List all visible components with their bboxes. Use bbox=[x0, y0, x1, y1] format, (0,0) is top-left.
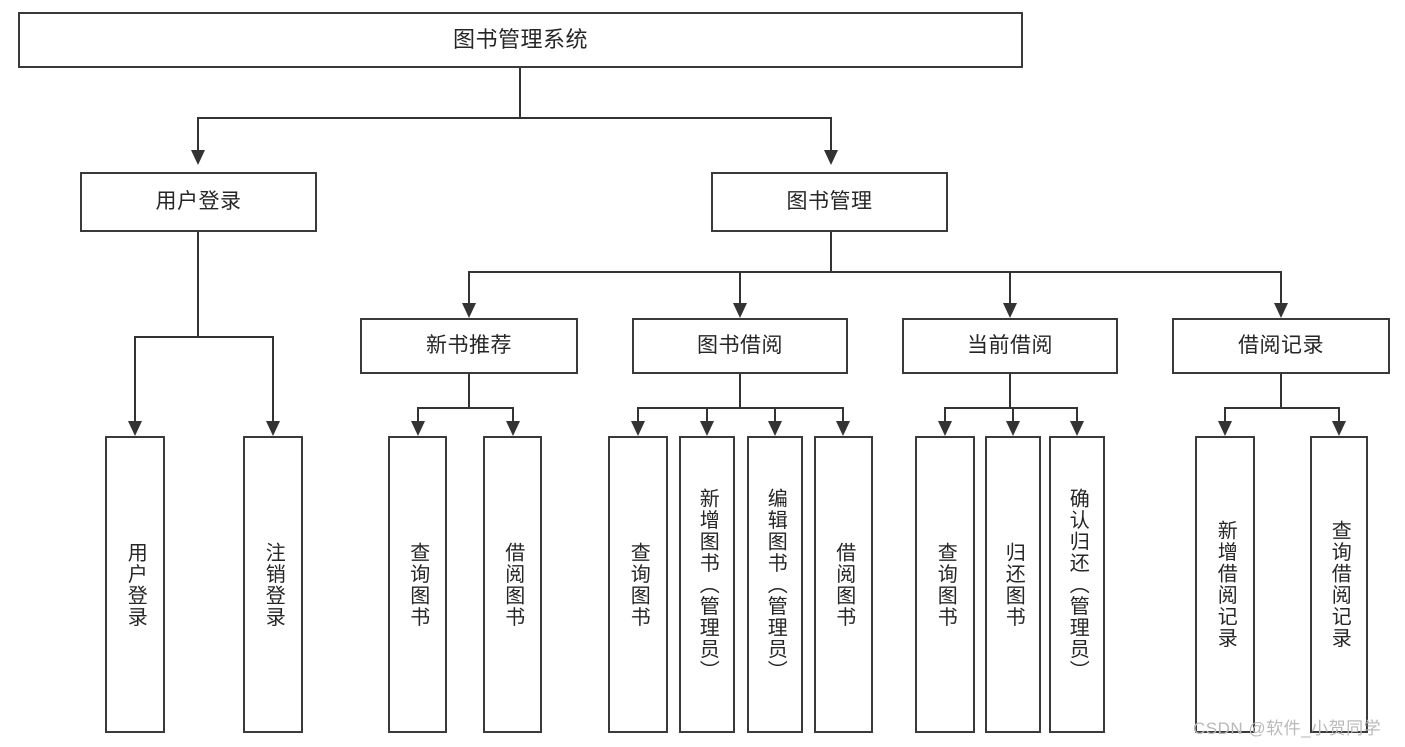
leaf-label: 查询图书 bbox=[406, 541, 429, 628]
connector-br-branch-1 bbox=[1224, 407, 1226, 421]
leaf-label: 新增借阅记录 bbox=[1214, 520, 1237, 649]
connector-borrow-record-bar bbox=[1224, 407, 1339, 409]
connector-bb-branch-4 bbox=[842, 407, 844, 421]
connector-user-login-bar bbox=[134, 336, 273, 338]
arrow-to-new-book-recommend bbox=[462, 303, 476, 318]
connector-book-management-stem bbox=[830, 232, 832, 272]
connector-cb-branch-2 bbox=[1012, 407, 1014, 421]
leaf-edit-book-admin[interactable]: 编辑图书（管理员） bbox=[747, 436, 803, 733]
connector-br-branch-2 bbox=[1338, 407, 1340, 421]
csdn-watermark: CSDN @软件_小贺同学 bbox=[1193, 719, 1382, 738]
arrow-leaf-borrow-books-1 bbox=[506, 421, 520, 436]
leaf-borrow-books-2[interactable]: 借阅图书 bbox=[814, 436, 873, 733]
connector-bb-branch-3 bbox=[774, 407, 776, 421]
leaf-label: 编辑图书（管理员） bbox=[764, 487, 787, 682]
arrow-leaf-query-books-1 bbox=[411, 421, 425, 436]
node-label: 图书管理 bbox=[786, 189, 873, 213]
arrow-leaf-user-logout bbox=[266, 421, 280, 436]
arrow-leaf-confirm-return-admin bbox=[1070, 421, 1084, 436]
connector-user-login-stem bbox=[197, 232, 199, 337]
connector-root-bar bbox=[197, 117, 832, 119]
leaf-query-books-2[interactable]: 查询图书 bbox=[608, 436, 668, 733]
connector-bb-branch-2 bbox=[706, 407, 708, 421]
arrow-to-user-login bbox=[191, 150, 205, 165]
leaf-user-logout[interactable]: 注销登录 bbox=[243, 436, 303, 733]
arrow-leaf-query-borrow-record bbox=[1332, 421, 1346, 436]
node-label: 图书借阅 bbox=[697, 333, 783, 357]
arrow-to-book-management bbox=[824, 150, 838, 165]
node-book-borrow[interactable]: 图书借阅 bbox=[632, 318, 848, 374]
connector-cb-branch-3 bbox=[1076, 407, 1078, 421]
leaf-add-book-admin[interactable]: 新增图书（管理员） bbox=[679, 436, 735, 733]
leaf-user-login[interactable]: 用户登录 bbox=[105, 436, 165, 733]
arrow-to-current-borrow bbox=[1003, 303, 1017, 318]
leaf-return-books[interactable]: 归还图书 bbox=[985, 436, 1041, 733]
connector-nbr-branch-1 bbox=[417, 407, 419, 421]
node-new-book-recommend[interactable]: 新书推荐 bbox=[360, 318, 578, 374]
leaf-borrow-books-1[interactable]: 借阅图书 bbox=[483, 436, 542, 733]
connector-book-borrow-stem bbox=[739, 374, 741, 408]
connector-book-borrow-bar bbox=[637, 407, 843, 409]
leaf-confirm-return-admin[interactable]: 确认归还（管理员） bbox=[1049, 436, 1105, 733]
node-label: 借阅记录 bbox=[1238, 333, 1324, 357]
arrow-leaf-return-books bbox=[1006, 421, 1020, 436]
arrow-leaf-add-borrow-record bbox=[1218, 421, 1232, 436]
connector-book-management-bar bbox=[468, 271, 1282, 273]
connector-current-borrow-stem bbox=[1009, 374, 1011, 408]
leaf-query-books-3[interactable]: 查询图书 bbox=[915, 436, 975, 733]
leaf-label: 查询图书 bbox=[627, 541, 650, 628]
leaf-label: 新增图书（管理员） bbox=[696, 487, 719, 682]
connector-current-borrow-bar bbox=[944, 407, 1078, 409]
node-book-management[interactable]: 图书管理 bbox=[711, 172, 948, 232]
leaf-label: 借阅图书 bbox=[832, 541, 855, 628]
leaf-label: 注销登录 bbox=[262, 541, 285, 628]
arrow-to-book-borrow bbox=[733, 303, 747, 318]
connector-user-login-branch-2 bbox=[272, 336, 274, 421]
arrow-leaf-query-books-3 bbox=[938, 421, 952, 436]
leaf-label: 查询借阅记录 bbox=[1328, 520, 1351, 649]
connector-to-current-borrow bbox=[1009, 271, 1011, 303]
node-label: 用户登录 bbox=[155, 189, 242, 213]
arrow-leaf-query-books-2 bbox=[631, 421, 645, 436]
leaf-label: 用户登录 bbox=[124, 541, 147, 628]
node-label: 图书管理系统 bbox=[452, 27, 588, 53]
node-borrow-record[interactable]: 借阅记录 bbox=[1172, 318, 1390, 374]
node-current-borrow[interactable]: 当前借阅 bbox=[902, 318, 1118, 374]
connector-nbr-branch-2 bbox=[512, 407, 514, 421]
connector-cb-branch-1 bbox=[944, 407, 946, 421]
arrow-to-borrow-record bbox=[1274, 303, 1288, 318]
leaf-label: 确认归还（管理员） bbox=[1066, 487, 1089, 682]
connector-borrow-record-stem bbox=[1280, 374, 1282, 408]
connector-bb-branch-1 bbox=[637, 407, 639, 421]
leaf-label: 查询图书 bbox=[934, 541, 957, 628]
arrow-leaf-borrow-books-2 bbox=[836, 421, 850, 436]
connector-new-book-recommend-bar bbox=[417, 407, 513, 409]
connector-to-book-borrow bbox=[739, 271, 741, 303]
connector-to-book-management bbox=[830, 117, 832, 150]
leaf-label: 借阅图书 bbox=[501, 541, 524, 628]
connector-to-user-login bbox=[197, 117, 199, 150]
connector-new-book-recommend-stem bbox=[468, 374, 470, 408]
leaf-add-borrow-record[interactable]: 新增借阅记录 bbox=[1195, 436, 1255, 733]
leaf-query-books-1[interactable]: 查询图书 bbox=[388, 436, 447, 733]
connector-user-login-branch-1 bbox=[134, 336, 136, 421]
leaf-query-borrow-record[interactable]: 查询借阅记录 bbox=[1310, 436, 1368, 733]
arrow-leaf-add-book-admin bbox=[700, 421, 714, 436]
leaf-label: 归还图书 bbox=[1002, 541, 1025, 628]
connector-root-stem bbox=[519, 68, 521, 118]
node-label: 新书推荐 bbox=[426, 333, 512, 357]
node-root-system[interactable]: 图书管理系统 bbox=[18, 12, 1023, 68]
connector-to-new-book-recommend bbox=[468, 271, 470, 303]
arrow-leaf-edit-book-admin bbox=[768, 421, 782, 436]
arrow-leaf-user-login bbox=[128, 421, 142, 436]
node-label: 当前借阅 bbox=[967, 333, 1053, 357]
node-user-login[interactable]: 用户登录 bbox=[80, 172, 317, 232]
connector-to-borrow-record bbox=[1280, 271, 1282, 303]
